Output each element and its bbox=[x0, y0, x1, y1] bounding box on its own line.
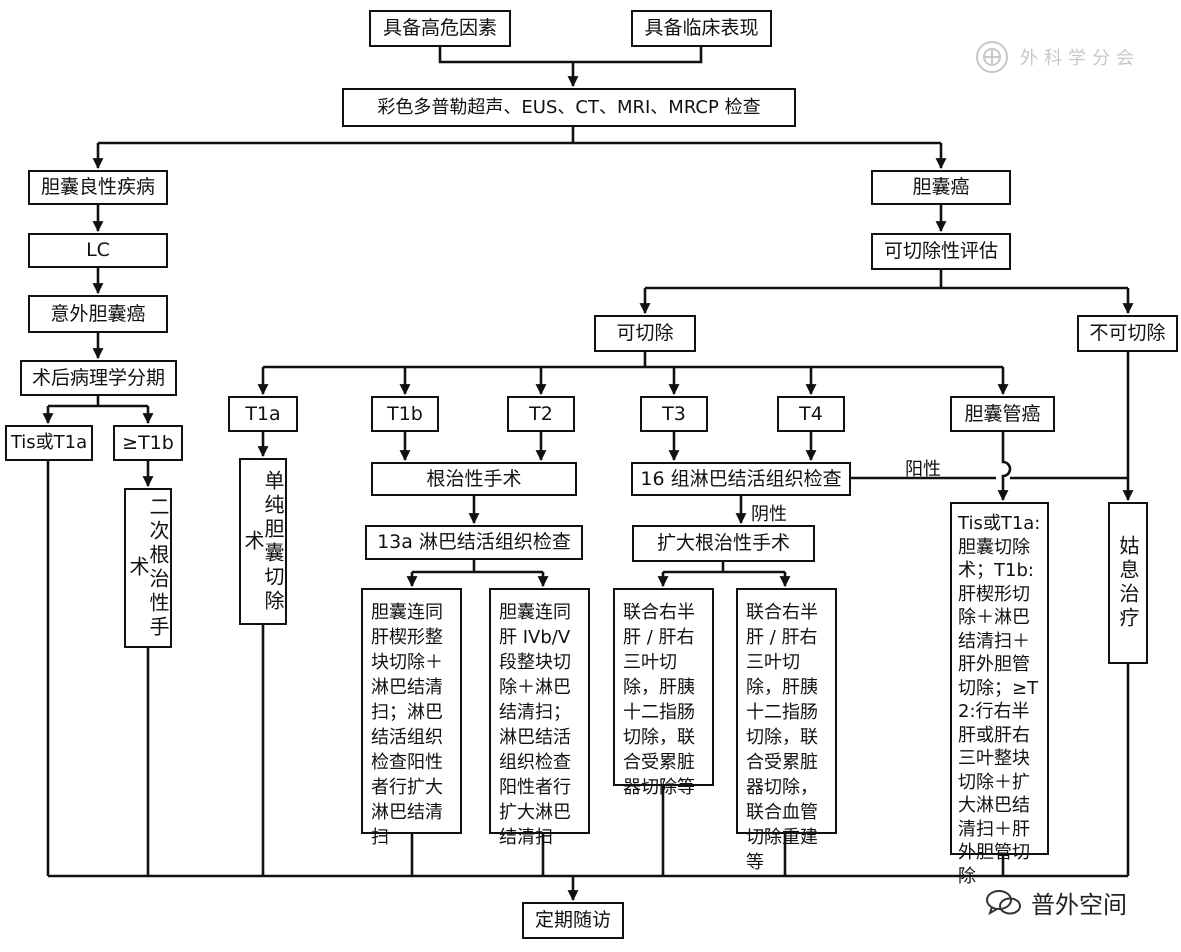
node-follow-up: 定期随访 bbox=[522, 902, 624, 939]
node-palliative: 姑息治疗 bbox=[1108, 502, 1148, 664]
node-unresectable: 不可切除 bbox=[1077, 315, 1178, 352]
node-extended-radical: 扩大根治性手术 bbox=[632, 525, 815, 562]
node-benign: 胆囊良性疾病 bbox=[28, 170, 168, 205]
node-t2: T2 bbox=[507, 396, 575, 432]
node-simple-cholecystectomy: 单纯胆囊切除术 bbox=[239, 458, 287, 625]
node-clinical-signs: 具备临床表现 bbox=[631, 10, 772, 47]
node-t4: T4 bbox=[777, 396, 845, 432]
wechat-brand: 普外空间 bbox=[985, 885, 1127, 920]
node-t1b: T1b bbox=[371, 396, 439, 432]
node-tis-t1a: Tis或T1a bbox=[5, 425, 93, 461]
wechat-brand-text: 普外空间 bbox=[1031, 891, 1127, 919]
wechat-icon bbox=[986, 889, 1021, 915]
node-resectable: 可切除 bbox=[594, 315, 696, 352]
node-duct-cancer-plan: Tis或T1a:胆囊切除术；T1b:肝楔形切除＋淋巴结清扫＋肝外胆管切除；≥T2… bbox=[950, 502, 1049, 887]
node-cancer: 胆囊癌 bbox=[871, 170, 1011, 205]
node-biopsy-13a: 13a 淋巴结活组织检查 bbox=[365, 525, 583, 560]
node-duct-cancer: 胆囊管癌 bbox=[950, 396, 1055, 432]
node-t3: T3 bbox=[640, 396, 708, 432]
watermark-text: 外科学分会 bbox=[1020, 48, 1140, 69]
node-ge-t1b: ≥T1b bbox=[113, 425, 183, 461]
label-positive: 阳性 bbox=[905, 459, 941, 480]
node-lc: LC bbox=[28, 233, 168, 268]
node-imaging: 彩色多普勒超声、EUS、CT、MRI、MRCP 检查 bbox=[342, 88, 796, 127]
node-incidental: 意外胆囊癌 bbox=[28, 295, 168, 333]
node-path-staging: 术后病理学分期 bbox=[20, 360, 177, 396]
node-combined-resection-2: 联合右半肝 / 肝右三叶切除，肝胰十二指肠切除，联合受累脏器切除，联合血管切除重… bbox=[736, 588, 837, 873]
label-negative: 阴性 bbox=[751, 504, 787, 525]
node-combined-resection-1: 联合右半肝 / 肝右三叶切除，肝胰十二指肠切除，联合受累脏器切除等 bbox=[613, 588, 714, 798]
seal-logo bbox=[976, 41, 1008, 73]
node-radical-surgery: 根治性手术 bbox=[371, 462, 577, 496]
node-segment-resection: 胆囊连同肝 IVb/V段整块切除＋淋巴结清扫；淋巴结活组织检查阳性者行扩大淋巴结… bbox=[489, 588, 590, 848]
node-resectability: 可切除性评估 bbox=[871, 233, 1011, 270]
node-biopsy-16: 16 组淋巴结活组织检查 bbox=[631, 462, 851, 496]
node-risk-factors: 具备高危因素 bbox=[369, 10, 511, 47]
node-wedge-resection: 胆囊连同肝楔形整块切除＋淋巴结清扫；淋巴结活组织检查阳性者行扩大淋巴结清扫 bbox=[361, 588, 462, 848]
node-t1a: T1a bbox=[228, 396, 298, 432]
node-second-radical: 二次根治性手术 bbox=[124, 488, 172, 648]
